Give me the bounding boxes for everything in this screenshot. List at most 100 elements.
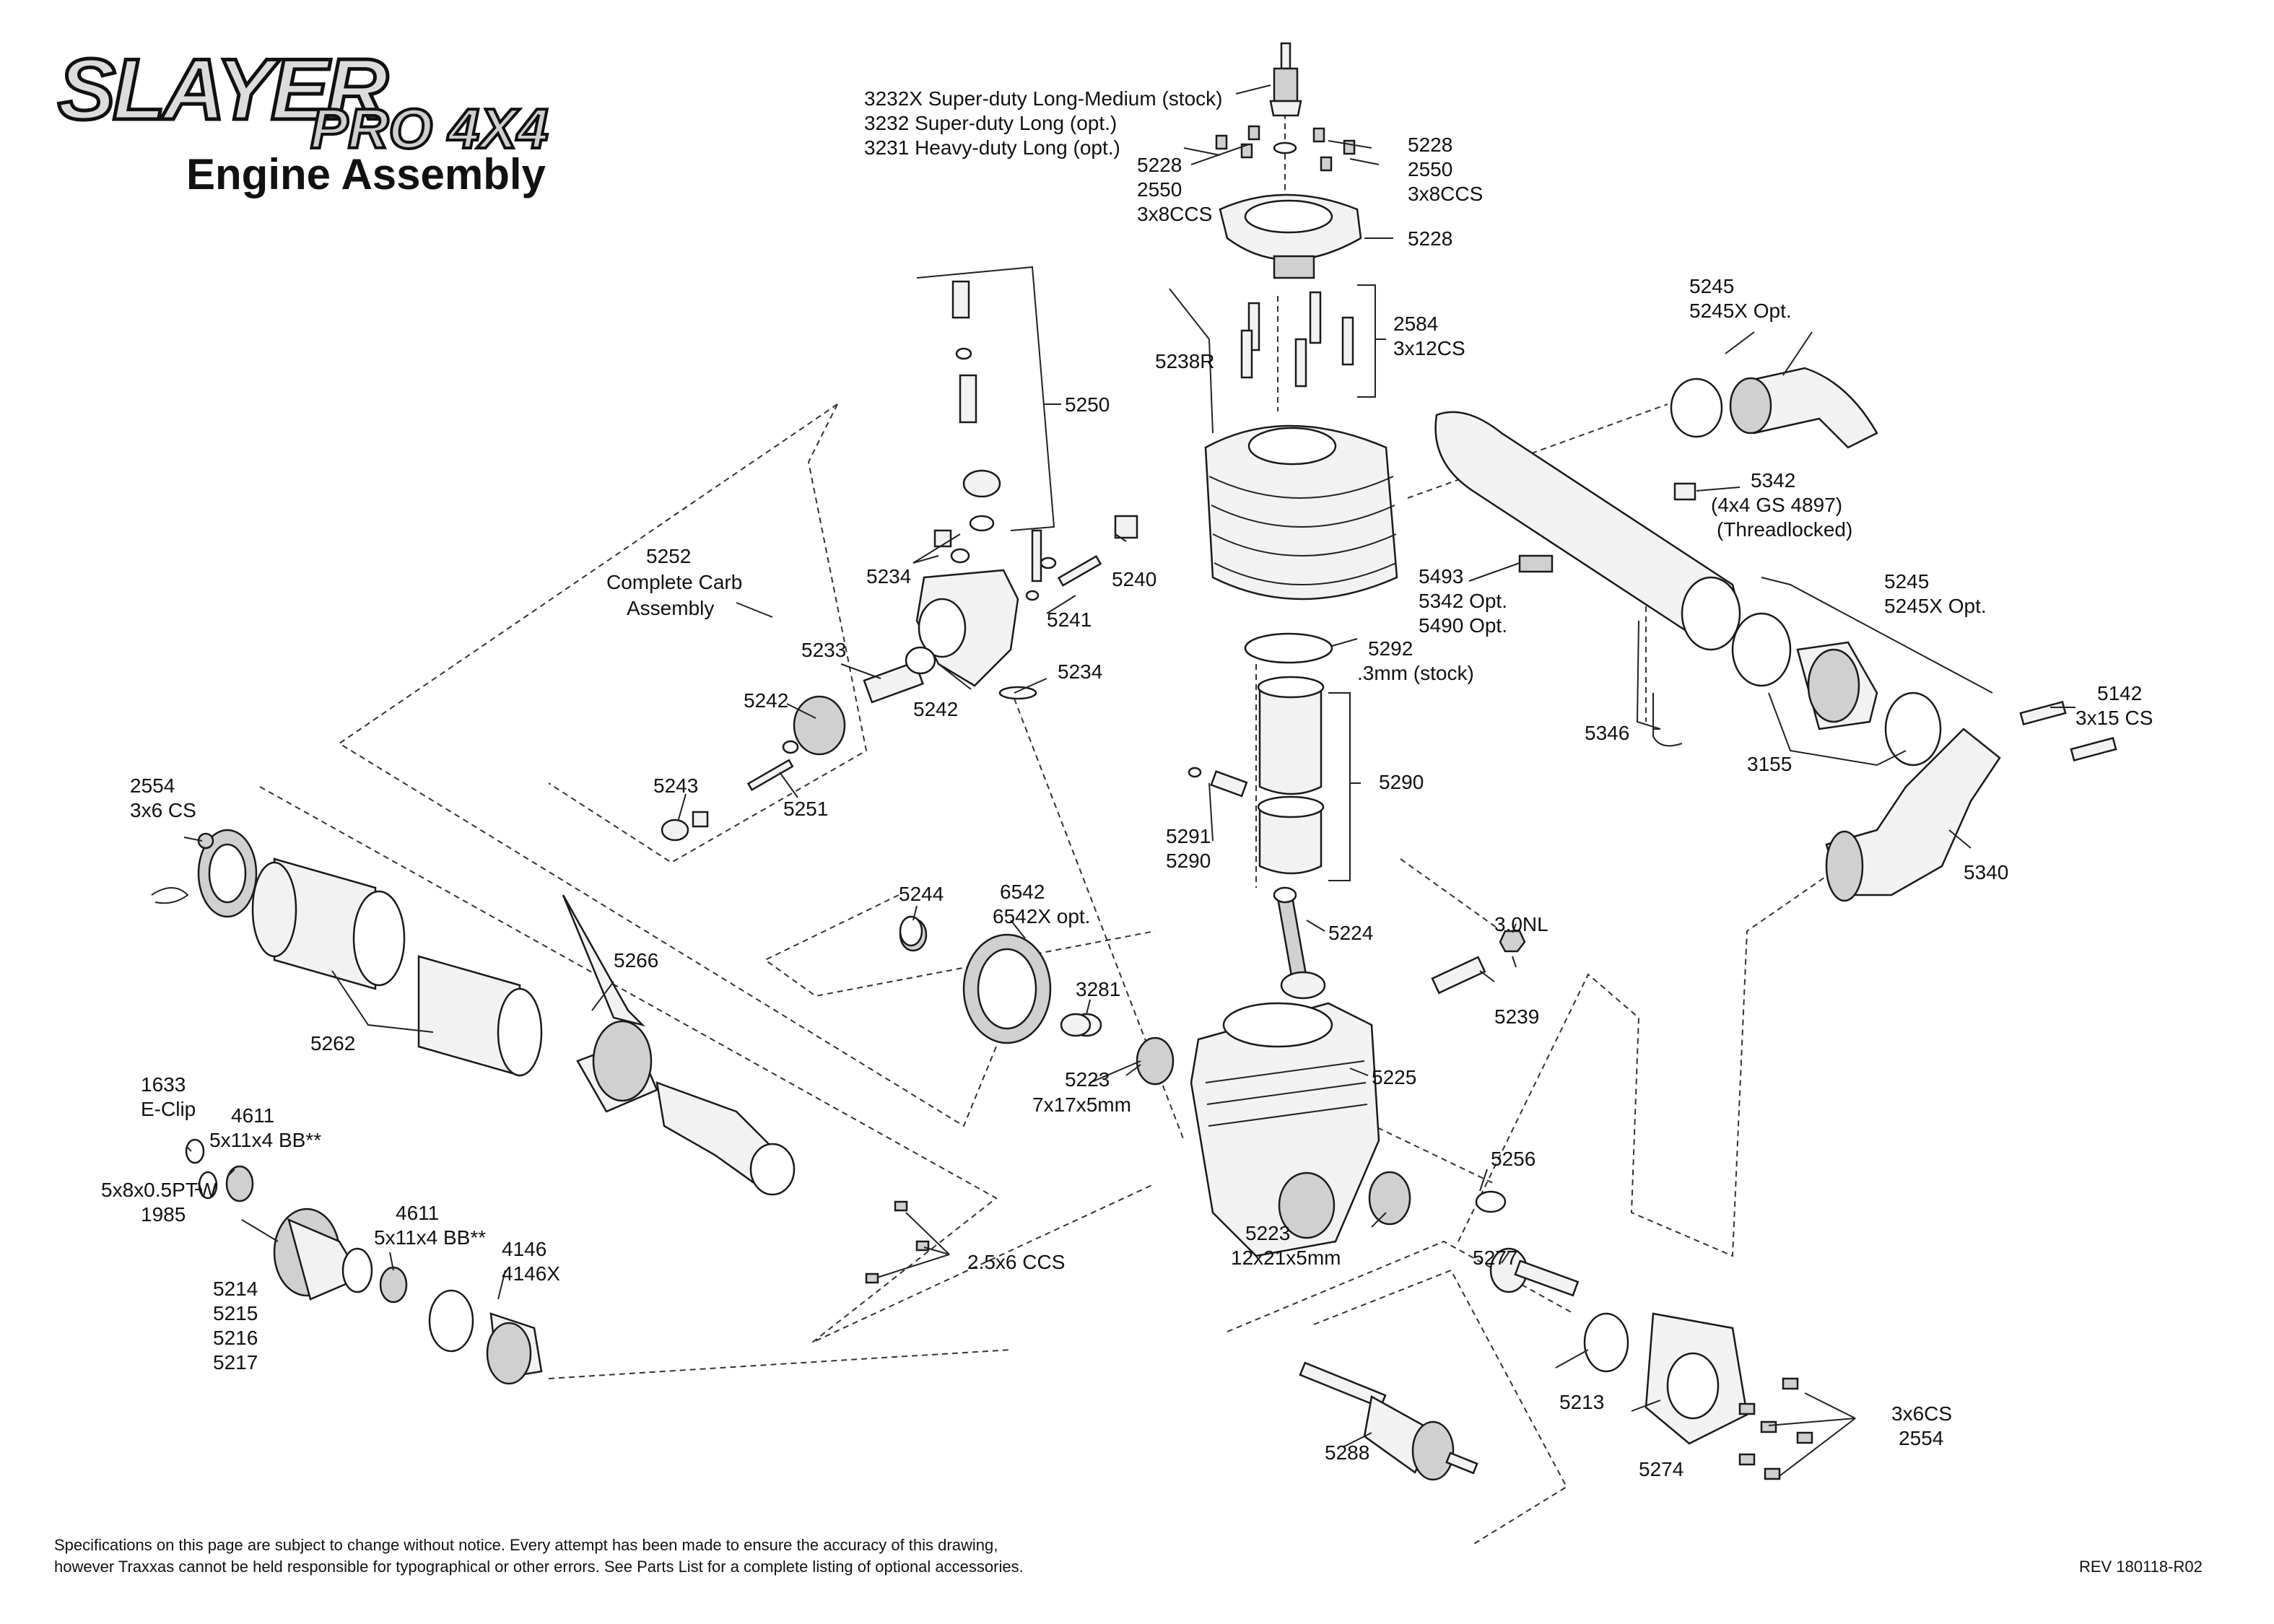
page-title: Engine Assembly <box>186 150 546 198</box>
label-3-0nl: 3.0NL <box>1494 913 1548 935</box>
label-12x21x5mm: 12x21x5mm <box>1231 1247 1341 1269</box>
label-5142: 5142 <box>2097 682 2142 704</box>
cylinder-finned-head <box>1204 424 1398 601</box>
cooling-head <box>1219 193 1362 279</box>
label-5223-rear: 5223 <box>1245 1222 1290 1244</box>
label-5223-front: 5223 <box>1065 1068 1110 1091</box>
label-5238r: 5238R <box>1155 350 1215 372</box>
label-5291: 5291 <box>1166 825 1211 847</box>
starter-hub <box>151 829 258 918</box>
label-5240: 5240 <box>1112 568 1156 590</box>
label-5346: 5346 <box>1585 722 1629 744</box>
label-3x6-cs: 3x6 CS <box>130 799 196 821</box>
label-5256: 5256 <box>1491 1148 1535 1170</box>
label-7x17x5mm: 7x17x5mm <box>1032 1093 1131 1116</box>
label-2554-left: 2554 <box>130 774 175 797</box>
revision-code: REV 180118-R02 <box>2079 1558 2203 1576</box>
label-5245-top: 5245 <box>1689 275 1734 297</box>
carb-outline-right <box>548 403 868 864</box>
starter-cylinder <box>251 857 543 1077</box>
needle-valve-assembly <box>1031 529 1057 582</box>
crankcase <box>1190 1002 1380 1257</box>
head-screws-top <box>1215 125 1356 172</box>
exhaust-header <box>1825 700 2117 902</box>
sleeve-and-piston <box>1188 676 1325 875</box>
label-5233: 5233 <box>801 639 846 661</box>
label-4146x: 4146X <box>502 1262 560 1285</box>
head-gasket <box>1244 632 1333 664</box>
label-5245-mid: 5245 <box>1884 570 1929 593</box>
label-3mm-stock: .3mm (stock) <box>1357 662 1474 684</box>
label-5342-opt: 5342 Opt. <box>1419 590 1507 612</box>
part-labels: 3232X Super-duty Long-Medium (stock) 323… <box>101 87 2153 1480</box>
label-1985: 1985 <box>141 1203 186 1226</box>
assembly-outlines <box>259 83 1842 1545</box>
label-5224: 5224 <box>1328 922 1373 944</box>
label-5340: 5340 <box>1964 861 2008 883</box>
front-bearing <box>1136 1036 1175 1086</box>
label-1633: 1633 <box>141 1073 186 1096</box>
bearing-4611-a <box>225 1165 254 1202</box>
label-5x11x4-b: 5x11x4 BB** <box>374 1226 486 1249</box>
exhaust-pipe <box>1434 411 1741 747</box>
label-threadlocked: (Threadlocked) <box>1717 518 1852 541</box>
label-5239: 5239 <box>1494 1005 1539 1028</box>
label-2554-right: 2554 <box>1899 1427 1943 1449</box>
label-3x15cs: 3x15 CS <box>2075 707 2153 729</box>
head-centerline <box>1400 858 1502 932</box>
bell-outline <box>548 1349 1011 1379</box>
label-4146: 4146 <box>502 1238 546 1260</box>
label-5288: 5288 <box>1325 1441 1369 1464</box>
label-5217: 5217 <box>213 1351 258 1374</box>
label-5245x-mid: 5245X Opt. <box>1884 595 1987 617</box>
screws-25x6 <box>865 1200 930 1284</box>
label-5243: 5243 <box>653 774 698 797</box>
leaders <box>183 84 2075 1477</box>
shim-ring <box>428 1289 474 1353</box>
exhaust-centerline <box>1407 403 1668 499</box>
starter-outline <box>259 786 1156 1343</box>
label-5242-left: 5242 <box>744 689 788 712</box>
label-5342: 5342 <box>1751 469 1795 492</box>
label-e-clip: E-Clip <box>141 1098 196 1120</box>
plug-washer <box>1273 141 1297 154</box>
label-5266: 5266 <box>614 949 658 972</box>
label-cooling-head-5228: 5228 <box>1408 227 1452 250</box>
label-3232x: 3232X Super-duty Long-Medium (stock) <box>864 87 1222 110</box>
label-6542x: 6542X opt. <box>993 905 1090 927</box>
starter-shaft <box>562 894 796 1196</box>
label-complete-carb: Complete Carb <box>606 571 742 593</box>
label-head-left-3x8ccs: 3x8CCS <box>1137 203 1212 225</box>
rear-bearing <box>1368 1171 1411 1226</box>
label-2584: 2584 <box>1393 313 1438 335</box>
label-5274: 5274 <box>1639 1458 1683 1480</box>
label-5213: 5213 <box>1559 1391 1604 1413</box>
cylinder-screws <box>1240 291 1354 388</box>
label-5290: 5290 <box>1379 771 1424 793</box>
label-5x8x0-5ptw: 5x8x0.5PTW <box>101 1179 217 1201</box>
stud-and-nut <box>1431 930 1526 995</box>
label-5290-pin: 5290 <box>1166 850 1211 872</box>
label-5242-right: 5242 <box>913 698 958 720</box>
label-head-right-5228: 5228 <box>1408 134 1452 156</box>
footer-disclaimer-line1: Specifications on this page are subject … <box>54 1536 998 1554</box>
logo-sub-text: PRO 4X4 <box>310 97 548 160</box>
clutch-outline <box>764 894 1156 997</box>
label-5216: 5216 <box>213 1327 258 1349</box>
label-3x6cs: 3x6CS <box>1891 1402 1952 1425</box>
label-5251: 5251 <box>783 798 828 820</box>
label-head-right-3x8ccs: 3x8CCS <box>1408 183 1483 205</box>
label-5493: 5493 <box>1419 565 1463 588</box>
washer-1985 <box>198 1171 218 1200</box>
glow-plug <box>1269 42 1302 117</box>
label-5244: 5244 <box>899 883 944 905</box>
label-5241: 5241 <box>1047 608 1092 631</box>
backplate-screws <box>1738 1377 1813 1480</box>
label-4x4gs: (4x4 GS 4897) <box>1711 494 1842 516</box>
bearing-4611-b <box>379 1266 408 1304</box>
crankshaft <box>1299 1361 1478 1481</box>
label-4611-a: 4611 <box>231 1104 274 1127</box>
label-3x12cs: 3x12CS <box>1393 337 1465 359</box>
label-5277: 5277 <box>1473 1247 1517 1269</box>
pipe-wire-5346 <box>1636 620 1661 730</box>
